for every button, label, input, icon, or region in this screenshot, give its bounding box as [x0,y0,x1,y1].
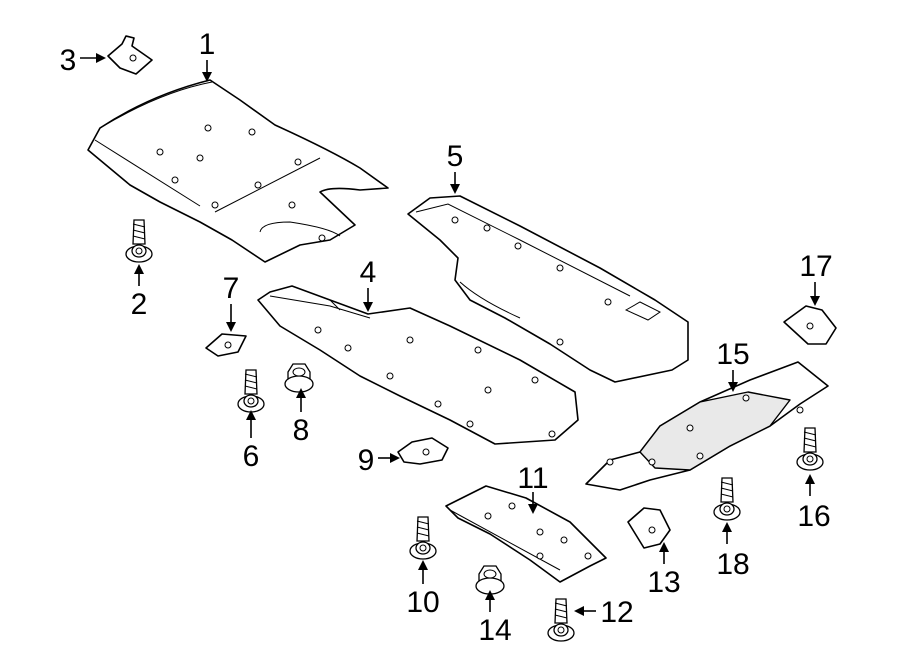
leader-arrows [80,53,820,616]
part-14-nut [475,565,505,595]
callout-18: 18 [716,548,749,581]
part-4-shield [257,285,579,445]
part-12-screw [547,598,575,642]
part-4-holes [314,326,556,438]
part-11-shield [445,485,607,583]
part-18-screw [713,477,741,521]
part-8-nut [284,363,314,393]
callout-15: 15 [716,338,749,371]
callout-labels: 1 3 2 4 5 6 7 8 9 10 11 12 13 14 15 16 1… [60,28,833,647]
part-9-clip [397,437,449,465]
callout-7: 7 [223,272,240,305]
part-1-holes [156,124,326,242]
callout-9: 9 [358,444,375,477]
callout-3: 3 [60,44,77,77]
part-15-holes [606,394,804,466]
part-13-bracket [627,507,671,549]
callout-1: 1 [199,28,216,61]
part-16-screw [796,427,824,471]
part-15-shield [585,361,829,491]
part-5-holes [451,216,612,346]
part-6-screw [237,369,265,413]
callout-12: 12 [600,596,633,629]
callout-14: 14 [478,614,511,647]
part-1-shield [87,79,389,263]
part-10-screw [409,516,437,560]
callout-5: 5 [447,140,464,173]
part-3-bracket [107,35,153,75]
callout-6: 6 [243,440,260,473]
part-7-bracket [205,333,247,357]
callout-11: 11 [517,462,548,495]
callout-16: 16 [797,500,830,533]
callout-2: 2 [131,288,148,321]
part-5-shield [407,195,689,383]
callout-8: 8 [293,414,310,447]
callout-10: 10 [406,586,439,619]
part-17-bracket [783,305,837,345]
callout-17: 17 [799,250,832,283]
callout-4: 4 [360,256,377,289]
callout-13: 13 [647,566,680,599]
part-2-screw [125,219,153,263]
part-11-holes [484,502,592,560]
